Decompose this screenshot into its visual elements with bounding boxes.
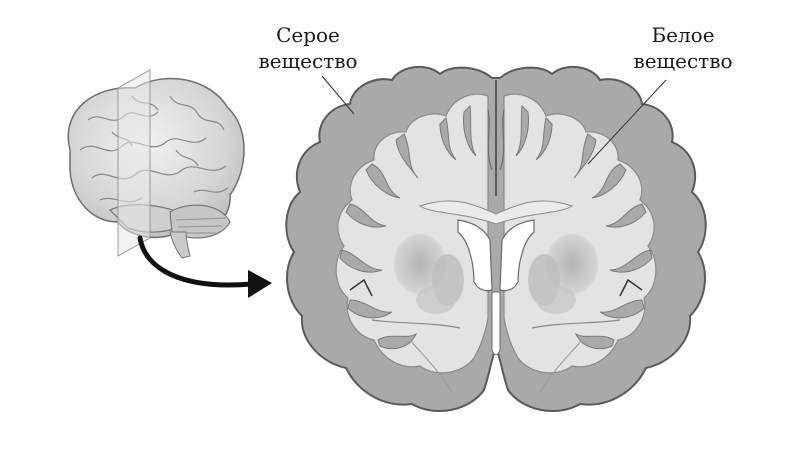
basal-ganglia-left — [394, 234, 464, 314]
white-matter-leader — [587, 79, 667, 165]
white-matter-label-line1: Белое — [651, 23, 715, 47]
gray-matter-label: Серое вещество — [252, 22, 364, 74]
gray-matter-label-line2: вещество — [258, 49, 358, 73]
gray-matter-leader — [321, 75, 355, 115]
basal-ganglia-right — [528, 234, 598, 314]
brain-coronal-section-icon — [285, 65, 707, 412]
brain-lateral-view-icon — [67, 69, 245, 259]
gray-matter-label-line1: Серое — [276, 23, 340, 47]
curved-arrow-icon — [137, 235, 272, 298]
white-matter-label-line2: вещество — [633, 49, 733, 73]
white-matter-label: Белое вещество — [618, 22, 748, 74]
